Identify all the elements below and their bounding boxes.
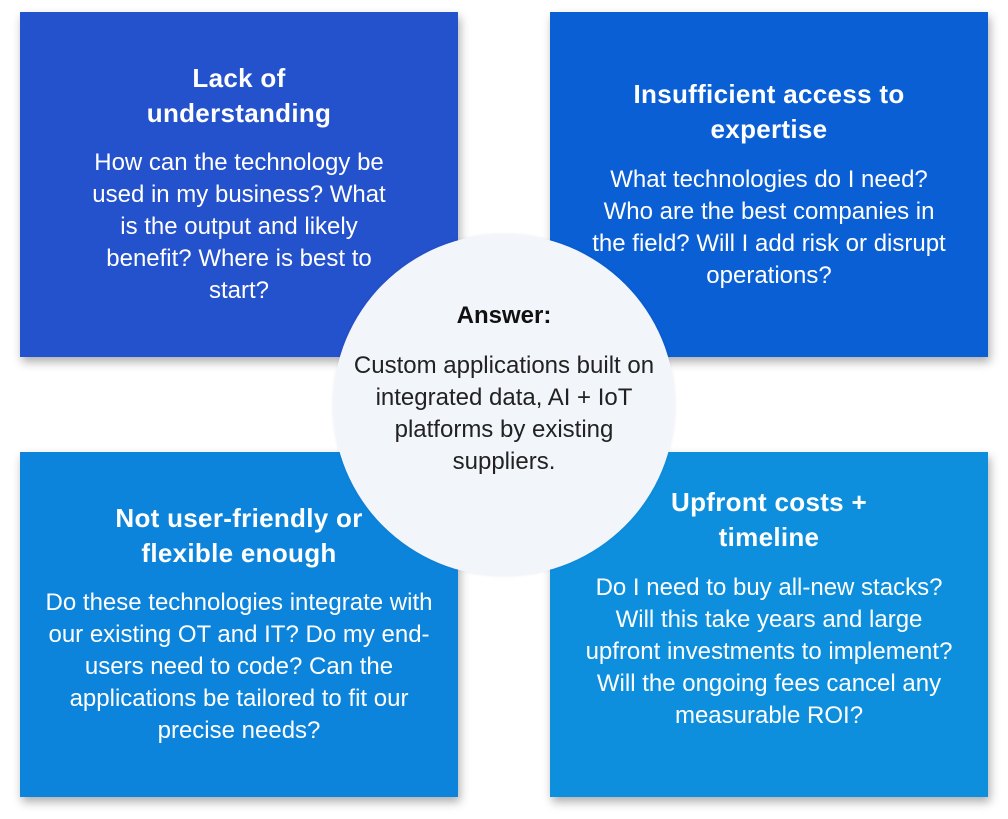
quadrant-title: Insufficient access to expertise [633,79,905,144]
quadrant-title: Lack of understanding [146,63,332,128]
answer-circle [333,234,675,576]
answer-body: Custom applications built on integrated … [353,352,655,475]
answer-title: Answer: [456,302,552,329]
quadrant-title: Upfront costs + timeline [671,487,867,552]
quadrant-lack-of-understanding: Lack of understanding How can the techno… [20,12,458,357]
quadrant-not-user-friendly: Not user-friendly or flexible enough Do … [20,452,458,797]
quadrant-body: What technologies do I need? Who are the… [592,166,946,289]
quadrant-body: Do I need to buy all-new stacks? Will th… [585,574,953,729]
quadrant-title: Not user-friendly or flexible enough [115,503,363,568]
quadrant-body: Do these technologies integrate with our… [45,589,433,744]
quadrant-body: How can the technology be used in my bus… [92,149,386,304]
